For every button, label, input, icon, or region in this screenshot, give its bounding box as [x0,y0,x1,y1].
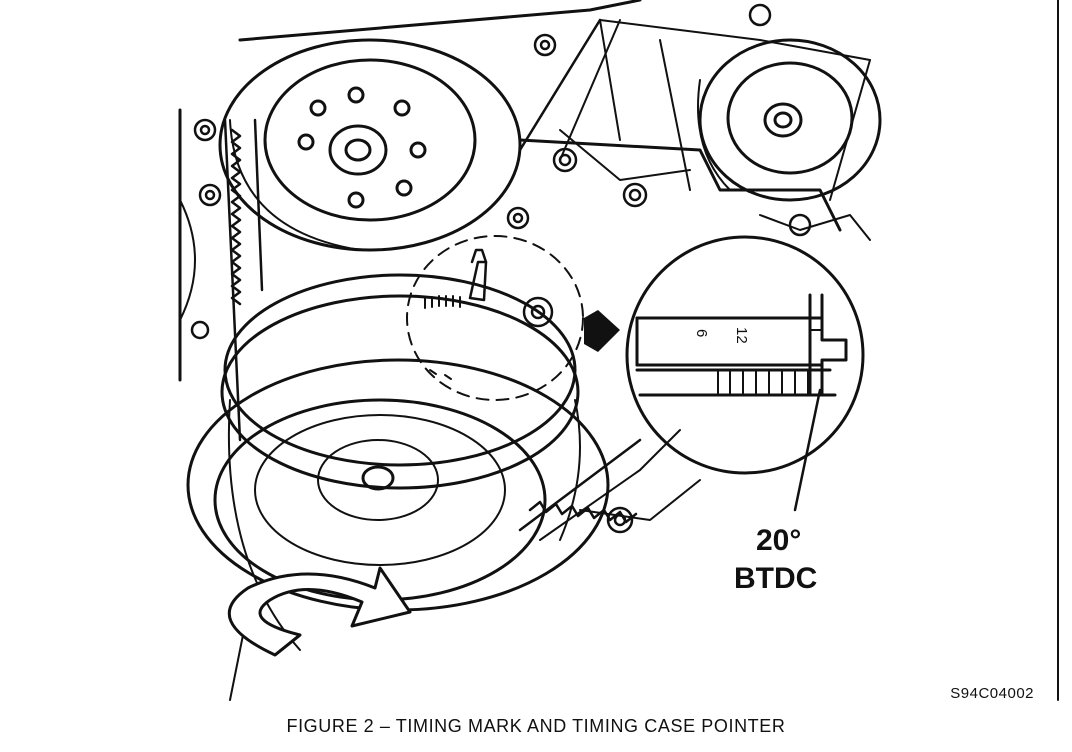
water-pump-pulley [218,38,522,252]
timing-case-pointer [468,248,488,302]
block-bolts [190,3,812,534]
scale-mark-6: 6 [693,329,710,337]
engine-block [178,0,871,701]
timing-detail-callout [625,235,865,512]
magnified-region-outline [406,235,584,401]
timing-angle-label: 20° [756,524,801,557]
idler-pulley [697,38,882,202]
diagram-id-code: S94C04002 [950,685,1034,702]
timing-belt [223,18,871,532]
figure-caption: FIGURE 2 – TIMING MARK AND TIMING CASE P… [286,716,786,736]
view-arrow-icon [584,310,620,352]
engine-timing-diagram: 6 12 20° BTDC [178,0,1059,701]
rotation-arrow-icon [227,566,412,657]
scale-mark-12: 12 [733,327,750,344]
timing-reference-label: BTDC [734,562,817,595]
